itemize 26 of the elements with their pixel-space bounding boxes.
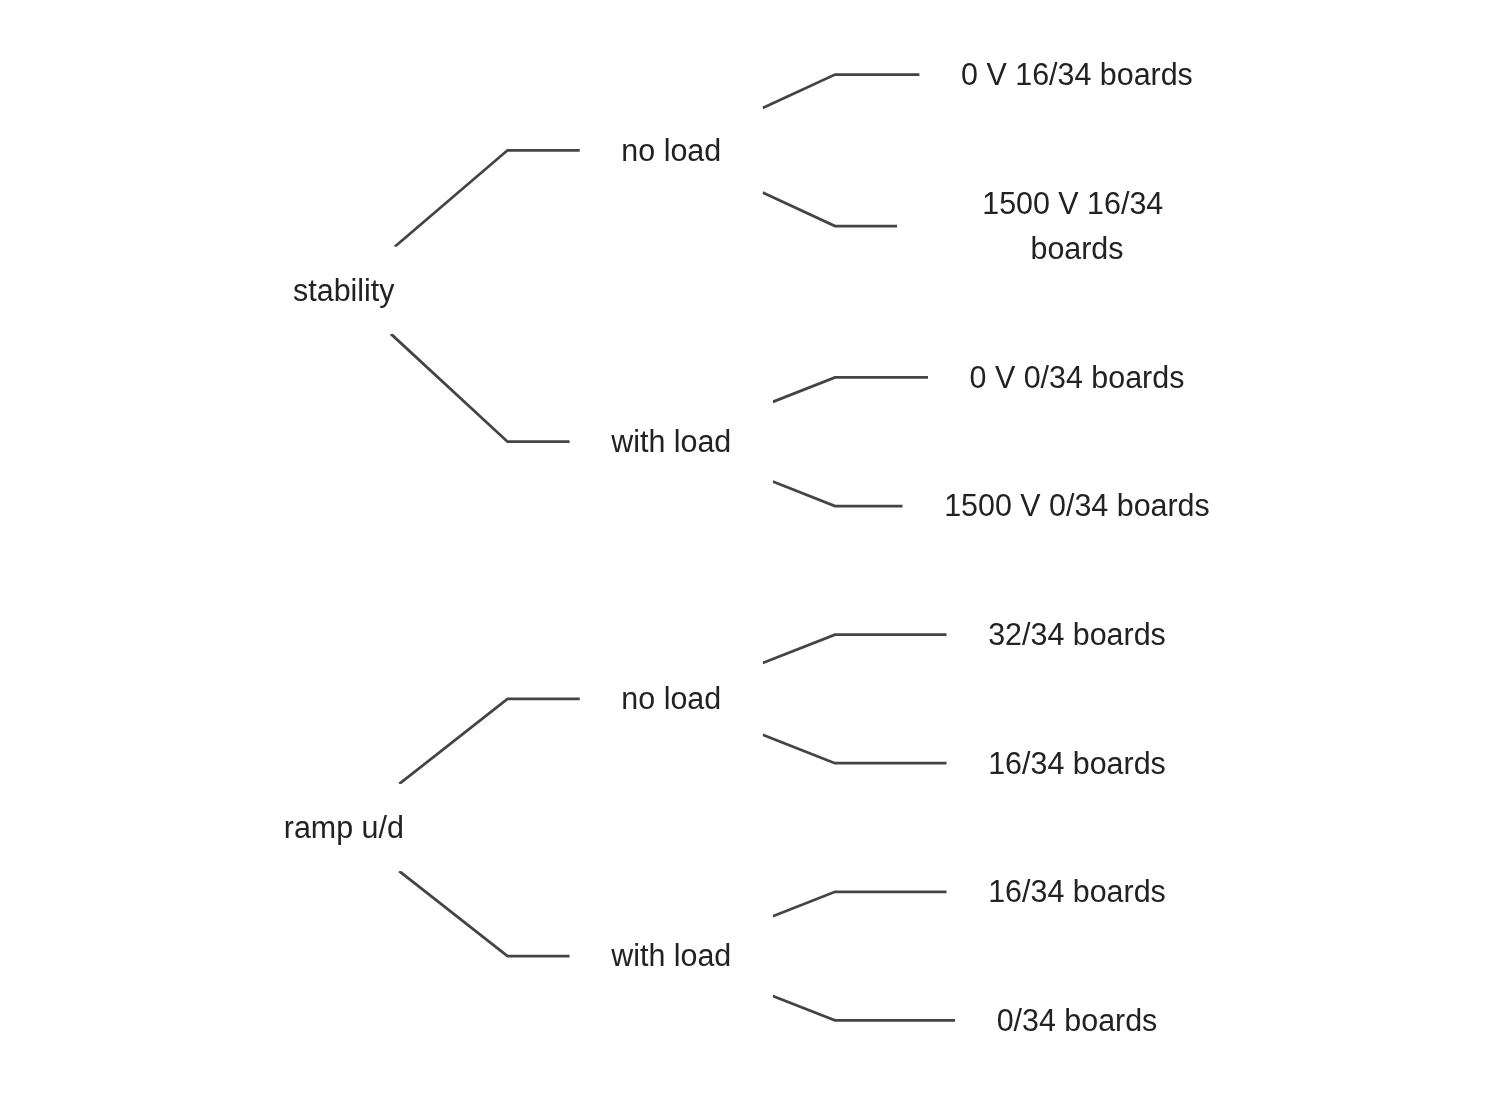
- node-text: ramp u/d: [283, 810, 404, 845]
- connector: [772, 994, 956, 1022]
- node-text: 0 V 16/34 boards: [961, 57, 1193, 92]
- node-text: 0/34 boards: [996, 1003, 1158, 1038]
- connector: [762, 633, 947, 665]
- connector: [398, 697, 580, 786]
- node-text: with load: [611, 938, 732, 974]
- node-text: 1500 V 0/34 boards: [944, 488, 1210, 524]
- node-text: 16/34 boards: [988, 874, 1166, 910]
- connector: [393, 148, 580, 248]
- node-text: no load: [621, 681, 722, 717]
- connector: [762, 73, 920, 110]
- node-text: with load: [611, 424, 732, 460]
- connector: [772, 890, 947, 918]
- node-text: 1500 V 16/34 boards: [982, 185, 1164, 267]
- connector: [772, 376, 929, 404]
- connector: [762, 191, 898, 228]
- connector: [762, 733, 947, 765]
- connector: [389, 332, 570, 444]
- node-text: stability: [293, 273, 395, 308]
- node-text: no load: [621, 133, 722, 168]
- connector: [398, 869, 570, 958]
- node-text: 32/34 boards: [988, 617, 1166, 652]
- connector: [772, 480, 903, 508]
- node-text: 16/34 boards: [988, 745, 1166, 781]
- node-text: 0 V 0/34 boards: [969, 360, 1185, 395]
